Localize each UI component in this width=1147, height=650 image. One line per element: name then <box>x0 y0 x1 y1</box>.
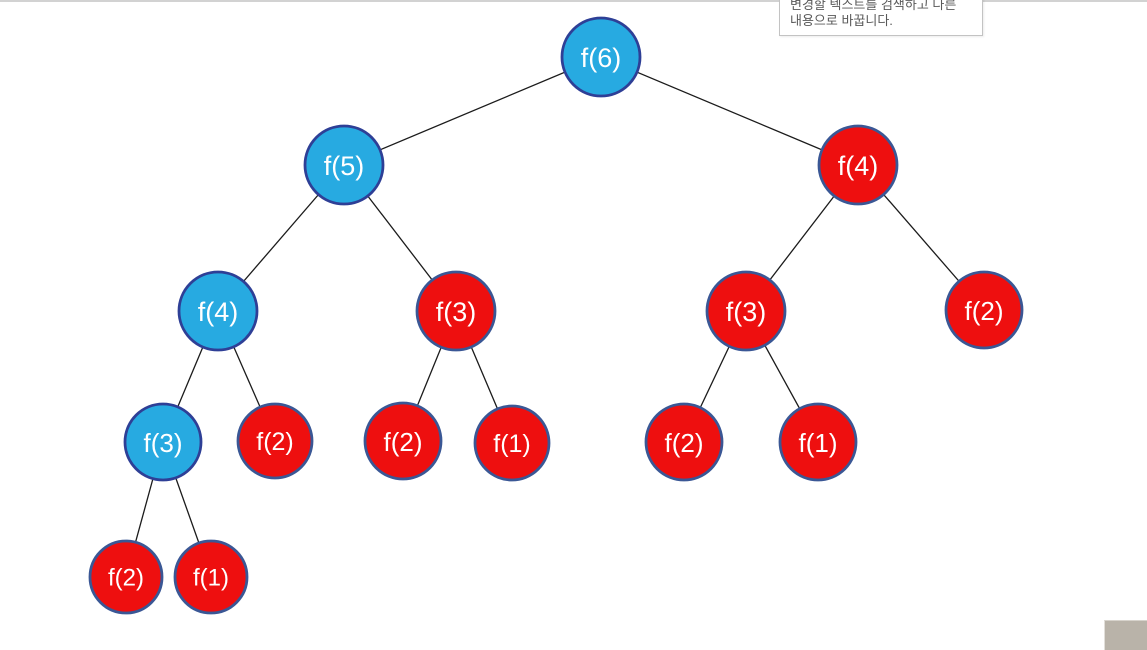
node-circle[interactable] <box>778 402 858 482</box>
tree-node[interactable]: f(3) <box>123 402 203 482</box>
tree-node[interactable]: f(2) <box>363 401 443 481</box>
top-divider <box>0 0 1147 2</box>
node-circle[interactable] <box>644 402 724 482</box>
node-circle[interactable] <box>944 270 1024 350</box>
scrollbar-corner <box>1104 620 1147 650</box>
node-circle[interactable] <box>123 402 203 482</box>
tree-node[interactable]: f(6) <box>560 16 642 98</box>
node-circle[interactable] <box>88 539 164 615</box>
tree-node[interactable]: f(4) <box>817 124 899 206</box>
tree-node[interactable]: f(2) <box>236 402 314 480</box>
node-circle[interactable] <box>303 124 385 206</box>
tree-node[interactable]: f(4) <box>177 270 259 352</box>
node-circle[interactable] <box>363 401 443 481</box>
node-circle[interactable] <box>817 124 899 206</box>
tree-node[interactable]: f(1) <box>473 404 551 482</box>
tree-node[interactable]: f(1) <box>778 402 858 482</box>
tree-node[interactable]: f(2) <box>944 270 1024 350</box>
tree-node[interactable]: f(3) <box>705 270 787 352</box>
tree-edge <box>600 56 859 166</box>
tree-node[interactable]: f(5) <box>303 124 385 206</box>
node-circle[interactable] <box>173 539 249 615</box>
tree-node[interactable]: f(3) <box>415 270 497 352</box>
tree-node[interactable]: f(1) <box>173 539 249 615</box>
node-circle[interactable] <box>473 404 551 482</box>
tree-edge <box>343 56 602 166</box>
node-circle[interactable] <box>560 16 642 98</box>
tooltip-line-2: 내용으로 바꿉니다. <box>790 13 893 28</box>
tooltip-line-1: 변경할 텍스트를 검색하고 다른 <box>790 0 957 12</box>
node-circle[interactable] <box>177 270 259 352</box>
node-circle[interactable] <box>236 402 314 480</box>
tree-node[interactable]: f(2) <box>644 402 724 482</box>
replace-tooltip: 변경할 텍스트를 검색하고 다른 내용으로 바꿉니다. <box>779 0 983 36</box>
tree-node[interactable]: f(2) <box>88 539 164 615</box>
node-circle[interactable] <box>415 270 497 352</box>
node-circle[interactable] <box>705 270 787 352</box>
